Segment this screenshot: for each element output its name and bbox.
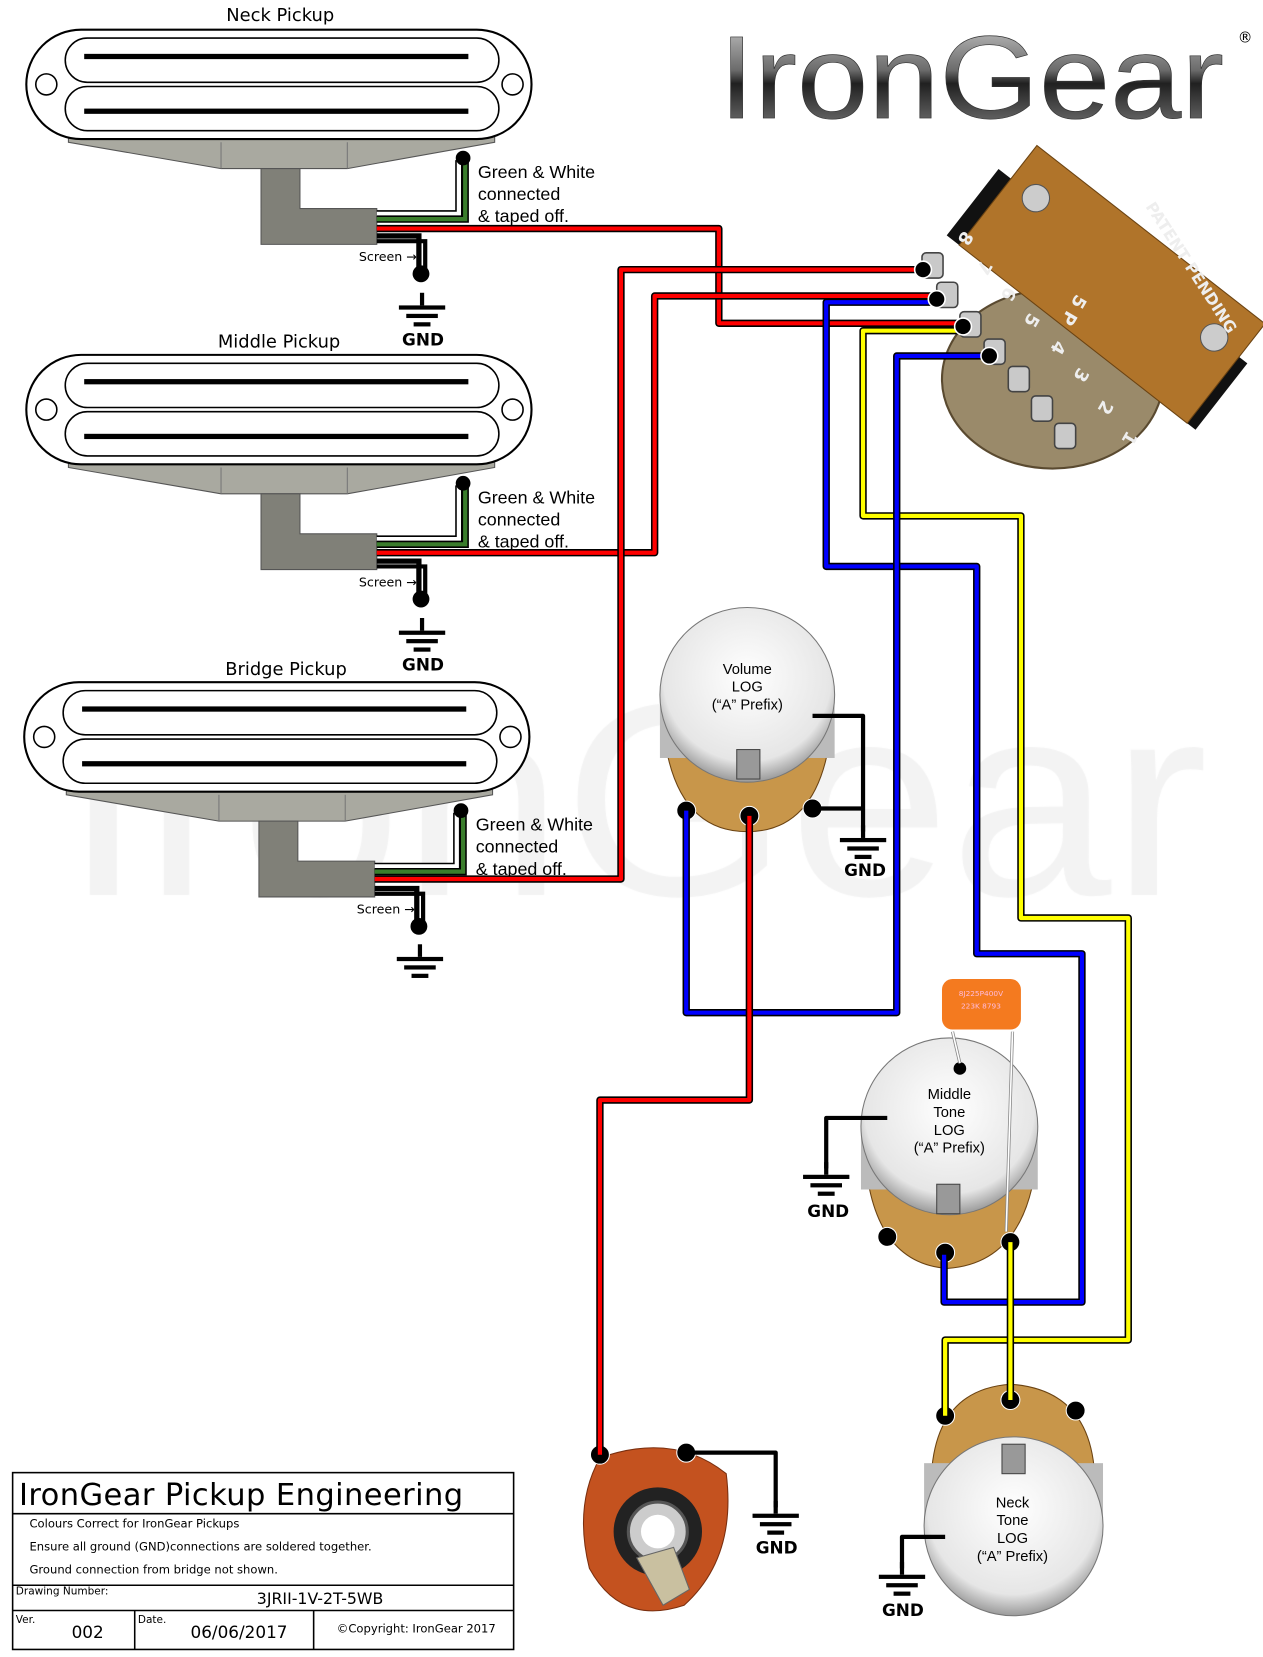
middle-tone-label-3: LOG <box>934 1123 965 1139</box>
capacitor-marking-2: 223K 8793 <box>961 1001 1001 1010</box>
volume-label-2: LOG <box>732 680 763 696</box>
wire-switch-to-volume <box>682 352 990 1017</box>
title-block <box>11 1471 515 1651</box>
neck-note-3: & taped off. <box>478 206 569 226</box>
neck-leads <box>376 150 471 283</box>
neck-tone-label-2: Tone <box>997 1513 1029 1529</box>
wire-middle-hot <box>376 292 937 557</box>
ver-value: 002 <box>72 1622 104 1642</box>
jack-gnd-label: GND <box>756 1538 798 1558</box>
ground-symbol-middle <box>399 618 445 652</box>
wire-jack-ground <box>686 1450 778 1508</box>
volume-label-3: (“A” Prefix) <box>712 698 783 714</box>
middle-tone-label-1: Middle <box>928 1087 971 1103</box>
neck-gnd-label: GND <box>402 329 444 349</box>
title-block-title: IronGear Pickup Engineering <box>19 1478 463 1513</box>
neck-tone-gnd-label: GND <box>882 1600 924 1620</box>
volume-label-1: Volume <box>723 662 772 678</box>
wire-switch-to-middle-tone <box>822 298 1086 1306</box>
copyright: ©Copyright: IronGear 2017 <box>337 1622 496 1636</box>
wire-volume-to-jack <box>596 815 754 1455</box>
middle-tone-label-2: Tone <box>933 1105 965 1121</box>
drawing-number-label: Drawing Number: <box>16 1586 109 1598</box>
wire-neck-tone-ground <box>899 1534 946 1569</box>
ground-symbol-jack <box>753 1501 799 1535</box>
wires <box>374 224 1132 1569</box>
date-label: Date. <box>138 1614 166 1626</box>
registered-mark: ® <box>1238 29 1253 46</box>
middle-tone-label-4: (“A” Prefix) <box>914 1141 985 1157</box>
tone-capacitor: 8J225P400V 223K 8793 <box>941 979 1021 1232</box>
output-jack <box>582 1442 729 1612</box>
neck-pickup-label: Neck Pickup <box>226 5 334 26</box>
bridge-pickup-label: Bridge Pickup <box>225 659 347 680</box>
title-note-3: Ground connection from bridge not shown. <box>29 1563 277 1577</box>
neck-tone-pot <box>923 1383 1104 1617</box>
wire-bridge-hot <box>374 265 924 883</box>
volume-gnd-label: GND <box>844 860 886 880</box>
wire-volume-ground <box>812 713 866 832</box>
middle-pickup-label: Middle Pickup <box>218 332 340 353</box>
middle-note-3: & taped off. <box>478 531 569 551</box>
title-note-1: Colours Correct for IronGear Pickups <box>29 1516 239 1530</box>
neck-screen-label: Screen → <box>359 249 417 264</box>
date-value: 06/06/2017 <box>191 1622 288 1642</box>
ground-symbol-bridge <box>397 944 443 978</box>
capacitor-marking-1: 8J225P400V <box>959 989 1003 998</box>
neck-tone-label-4: (“A” Prefix) <box>977 1549 1048 1565</box>
ground-symbol-neck <box>399 293 445 327</box>
neck-tone-label-1: Neck <box>996 1495 1030 1511</box>
middle-note-2: connected <box>478 509 560 529</box>
ver-label: Ver. <box>16 1614 36 1626</box>
ground-symbol-neck-tone <box>879 1562 925 1596</box>
drawing-number: 3JRII-1V-2T-5WB <box>257 1589 384 1608</box>
bridge-note-3: & taped off. <box>476 859 567 879</box>
neck-tone-label-3: LOG <box>997 1531 1028 1547</box>
ground-symbol-volume <box>840 825 886 859</box>
middle-tone-gnd-label: GND <box>807 1201 849 1221</box>
switch-solder-points <box>913 260 999 366</box>
irongear-logo: IronGear <box>719 11 1224 143</box>
neck-note-2: connected <box>478 184 560 204</box>
bridge-screen-label: Screen → <box>357 902 415 917</box>
bridge-leads <box>374 803 469 935</box>
bridge-note-2: connected <box>476 837 559 857</box>
middle-screen-label: Screen → <box>359 574 417 589</box>
title-note-2: Ensure all ground (GND)connections are s… <box>29 1540 371 1554</box>
five-way-switch: 8 7 6 5 4 3 2 1 5 P PATENT PENDING <box>921 144 1263 470</box>
ground-symbol-middle-tone <box>803 1162 849 1196</box>
middle-note-1: Green & White <box>478 487 595 507</box>
bridge-note-1: Green & White <box>476 815 593 835</box>
volume-pot <box>659 606 836 833</box>
wire-switch-to-neck-tone <box>859 326 1132 1416</box>
middle-leads <box>376 475 471 608</box>
middle-gnd-label: GND <box>402 655 444 675</box>
neck-note-1: Green & White <box>478 162 595 182</box>
wire-neck-hot <box>376 224 964 327</box>
wire-middle-tone-ground <box>824 1115 888 1169</box>
